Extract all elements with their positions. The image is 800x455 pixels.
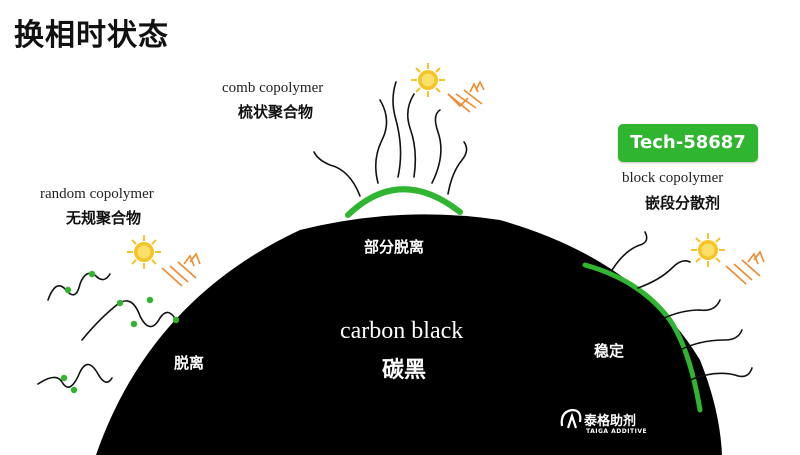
random-anchor-dots	[60, 270, 180, 394]
page-title: 换相时状态	[14, 18, 169, 53]
carbon-black-particle	[96, 214, 722, 455]
tech-badge: Tech-58687	[618, 124, 758, 162]
comb-label-en: comb copolymer	[222, 80, 324, 96]
block-label-en: block copolymer	[622, 170, 724, 186]
sun-icon	[127, 235, 161, 269]
comb-label-cn: 梳状聚合物	[238, 103, 314, 121]
sun-icon	[691, 233, 725, 267]
carbon-black-label-en: carbon black	[340, 318, 464, 344]
radiation-arrows-icon	[161, 252, 201, 287]
block-anchor	[582, 262, 703, 413]
stable-label: 稳定	[594, 342, 625, 360]
sun-icon	[411, 63, 445, 97]
random-chains	[37, 272, 177, 388]
random-label-cn: 无规聚合物	[66, 209, 142, 227]
radiation-arrows-icon	[447, 80, 485, 113]
logo-name-cn: 泰格助剂	[584, 414, 637, 429]
comb-anchor	[345, 186, 463, 218]
block-chains	[611, 231, 753, 381]
radiation-arrows-icon	[725, 250, 765, 285]
desorption-label: 脱离	[174, 354, 205, 372]
logo-name-en: TAIGA ADDITIVE	[586, 428, 648, 435]
taiga-logo-icon	[560, 408, 582, 429]
block-label-cn: 嵌段分散剂	[645, 194, 721, 212]
random-label-en: random copolymer	[40, 186, 154, 202]
partial-desorption-label: 部分脱离	[364, 238, 425, 256]
comb-chains	[313, 81, 468, 197]
carbon-black-label-cn: 碳黑	[382, 358, 427, 383]
